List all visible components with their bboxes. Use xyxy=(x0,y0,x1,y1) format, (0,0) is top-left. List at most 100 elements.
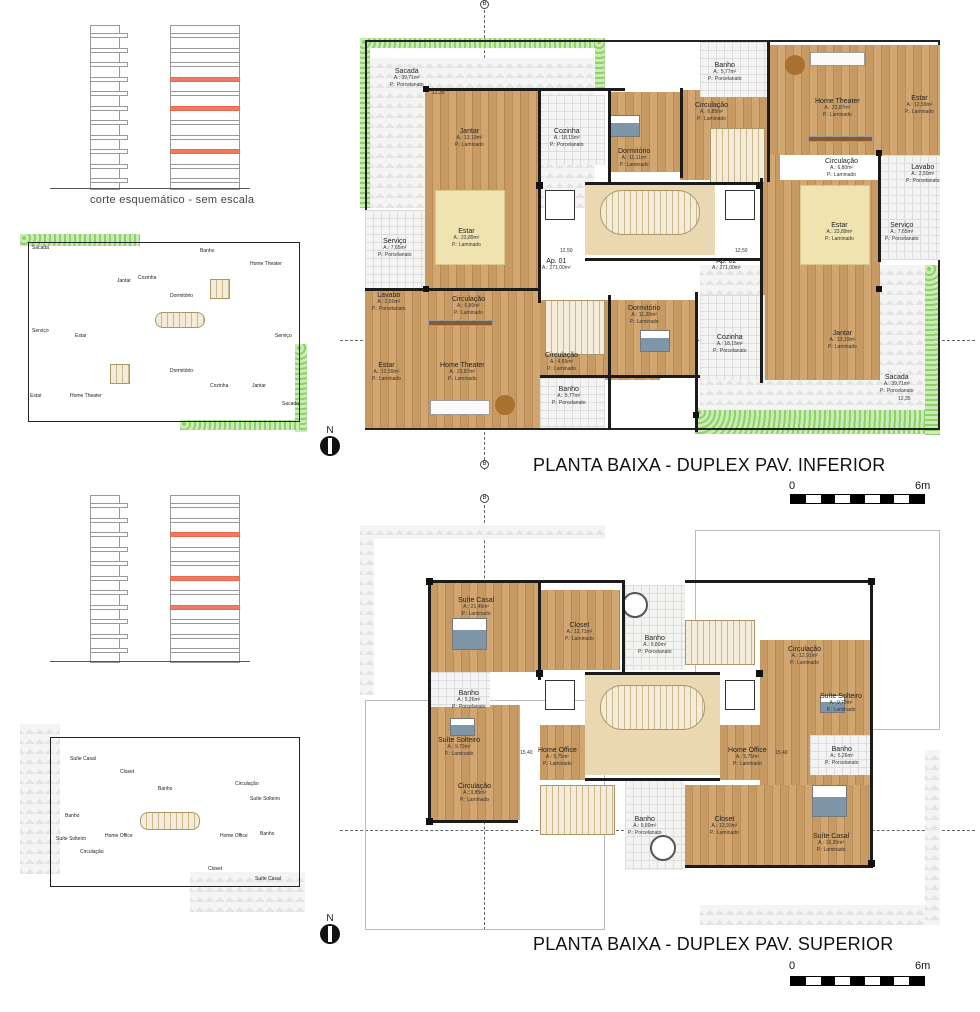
garden xyxy=(925,265,940,435)
wall xyxy=(428,820,518,823)
terrace xyxy=(360,525,605,539)
floor-tile xyxy=(430,672,490,707)
wall xyxy=(622,580,625,675)
floor-slab xyxy=(90,76,128,82)
mini-outline xyxy=(28,242,300,422)
level-mark: 15,40 xyxy=(520,750,533,756)
mini-label: Home Theater xyxy=(70,393,102,399)
floor-wood xyxy=(540,725,585,780)
level-mark: 12,50 xyxy=(735,248,748,254)
garden xyxy=(180,420,300,430)
wall xyxy=(538,88,541,303)
axis-marker: B xyxy=(480,494,489,503)
axis-marker: B xyxy=(480,460,489,469)
wall xyxy=(870,585,873,865)
wall xyxy=(695,292,698,432)
wall xyxy=(680,88,683,178)
wall xyxy=(585,182,760,185)
scale-bar xyxy=(790,976,925,986)
floor-slab xyxy=(90,604,128,610)
floor-slab xyxy=(90,503,128,508)
column xyxy=(868,578,875,585)
floor-slab xyxy=(170,517,240,523)
mini-label: Banho xyxy=(65,813,80,819)
elevator xyxy=(725,190,755,220)
mini-label: Suíte Solteiro xyxy=(250,796,281,802)
floor-slab xyxy=(170,503,240,508)
floor-slab xyxy=(90,648,128,653)
stairs xyxy=(140,812,200,830)
floor-slab xyxy=(90,517,128,523)
floor-slab xyxy=(170,134,240,140)
wall xyxy=(428,580,623,583)
wall xyxy=(685,865,873,868)
ground-line xyxy=(50,661,250,662)
mini-label: Banho xyxy=(200,248,215,254)
floor-slab xyxy=(170,33,240,38)
mini-label: Serviço xyxy=(275,333,292,339)
terrace xyxy=(360,525,374,695)
highlighted-floor-slab xyxy=(170,105,240,111)
north-arrow: N xyxy=(320,913,340,944)
mini-label: Circulação xyxy=(235,781,259,787)
terrace xyxy=(20,724,60,874)
mini-label: Cozinha xyxy=(210,383,229,389)
floor-slab xyxy=(170,619,240,624)
floor-slab xyxy=(90,633,128,639)
floor-slab xyxy=(90,590,128,595)
garden xyxy=(595,38,605,88)
column xyxy=(756,182,763,189)
highlighted-floor-slab xyxy=(170,532,240,537)
floor-tile xyxy=(880,155,940,260)
wall xyxy=(540,375,700,378)
mini-label: Suíte Casal xyxy=(255,876,281,882)
level-mark: 12,35 xyxy=(432,90,445,96)
floor-slab xyxy=(170,163,240,169)
mini-label: Jantar xyxy=(117,278,131,284)
mini-label: Closet xyxy=(120,769,135,775)
wall xyxy=(425,88,625,91)
floor-slab xyxy=(170,590,240,595)
column xyxy=(426,578,433,585)
floor-slab xyxy=(90,532,128,537)
floor-slab xyxy=(90,47,128,53)
floor-slab xyxy=(90,134,128,140)
sofa xyxy=(430,400,490,415)
column xyxy=(426,818,433,825)
mini-label: Suíte Casal xyxy=(70,756,96,762)
mini-label: Sacada xyxy=(282,401,299,407)
schematic-section-lower xyxy=(50,25,270,195)
floor-slab xyxy=(90,178,128,183)
terrace xyxy=(700,905,940,925)
rug xyxy=(800,185,870,265)
floor-slab xyxy=(90,546,128,552)
floor-slab xyxy=(170,178,240,183)
floor-slab xyxy=(170,648,240,653)
wall xyxy=(608,295,611,430)
floor-tile xyxy=(810,735,870,775)
mini-label: Estar xyxy=(30,393,42,399)
wall xyxy=(538,580,541,680)
floor-slab xyxy=(90,575,128,581)
floor-wood xyxy=(760,640,870,805)
mini-label: Circulação xyxy=(80,849,104,855)
mini-label: Suíte Solteiro xyxy=(56,836,87,842)
sofa xyxy=(810,52,865,66)
